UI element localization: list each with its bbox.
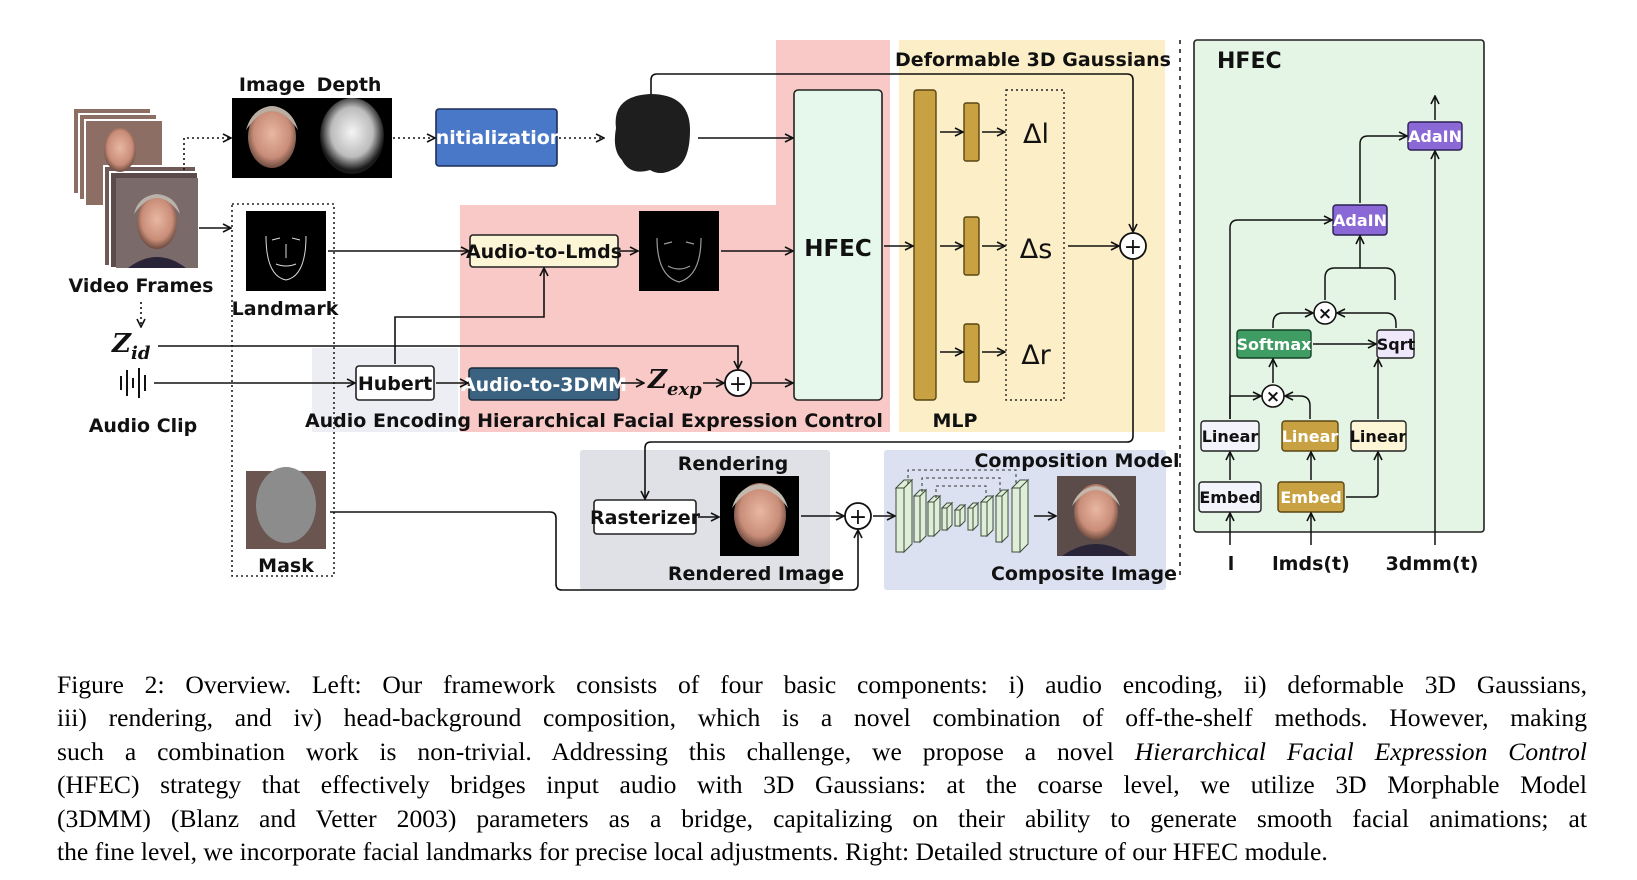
mlp-label: MLP (933, 410, 978, 432)
mlp-head-s (963, 216, 980, 276)
hubert-text: Hubert (358, 373, 432, 395)
adain-mid-text: AdaIN (1333, 211, 1387, 230)
caption-line-3-text: such a combination work is non-trivial. … (57, 736, 1135, 766)
rasterizer-text: Rasterizer (590, 507, 701, 529)
mlp-head-r (963, 323, 980, 383)
caption-line-1: Figure 2: Overview. Left: Our framework … (57, 670, 1587, 699)
left-arrows (141, 73, 1133, 591)
multiply-sign-top: × (1318, 304, 1332, 324)
depth-face-icon (320, 98, 384, 174)
audio-wave-icon (120, 368, 146, 398)
landmark-label: Landmark (232, 298, 339, 320)
linear-2-text: Linear (1282, 427, 1339, 446)
multiply-sign-bottom: × (1266, 387, 1280, 407)
hfec-box-text: HFEC (804, 236, 872, 262)
composition-label: Composition Model (974, 450, 1179, 472)
z-exp-symbol: Zexp (647, 365, 702, 400)
deformable-yellow-region (899, 40, 1165, 432)
plus-circle-deform (1119, 232, 1147, 260)
rendering-label: Rendering (678, 453, 789, 475)
inputs-dashed-box (231, 203, 335, 577)
adain-top-text: AdaIN (1408, 127, 1462, 146)
input-lmds-label: lmds(t) (1272, 553, 1350, 575)
hfec-box (793, 89, 883, 401)
caption-line-5: (3DMM) (Blanz and Vetter 2003) parameter… (57, 803, 1587, 833)
linear-3-text: Linear (1350, 427, 1407, 446)
sqrt-text: Sqrt (1377, 335, 1416, 354)
hfec-detail-arrows (1230, 97, 1435, 545)
input-3dmm-label: 3dmm(t) (1386, 553, 1479, 575)
audio-encoding-label: Audio Encoding (305, 410, 471, 432)
embed-2-text: Embed (1280, 488, 1341, 507)
predicted-landmark-icon (656, 237, 702, 283)
embed-1-text: Embed (1199, 488, 1260, 507)
hubert-box (355, 365, 435, 401)
unet-skip-connections (907, 469, 1017, 498)
linear-1-text: Linear (1202, 427, 1259, 446)
caption-line-6: the fine level, we incorporate facial la… (57, 837, 1328, 867)
deformable-label: Deformable 3D Gaussians (895, 49, 1171, 71)
mask-label: Mask (258, 555, 314, 577)
audio-to-lmds-text: Audio-to-Lmds (466, 241, 622, 263)
input-l-label: l (1228, 553, 1235, 575)
hfec-section-label: Hierarchical Facial Expression Control (477, 410, 883, 432)
initialization-box (435, 108, 558, 167)
unet-icon (894, 478, 1030, 554)
gaussian-head-icon (614, 94, 690, 173)
caption-emphasis: Hierarchical Facial Expression Control (1134, 736, 1587, 766)
plus-sign-exp: + (729, 372, 747, 397)
delta-s-text: Δs (1020, 234, 1053, 265)
plus-circle-exp (724, 369, 752, 397)
sqrt-box (1376, 329, 1415, 359)
rendered-face-icon (734, 483, 786, 547)
rendered-image-label: Rendered Image (668, 563, 844, 585)
audio-to-3dmm-text: Audio-to-3DMM (461, 374, 627, 396)
image-label: Image (239, 74, 305, 96)
composite-image-label: Composite Image (991, 563, 1177, 585)
caption-line-2: iii) rendering, and iv) head-background … (57, 703, 1587, 733)
caption-line-3: such a combination work is non-trivial. … (57, 735, 1587, 768)
predicted-landmark-thumbnail (639, 211, 719, 291)
deltas-dashed-box (1005, 89, 1065, 401)
face-icon (248, 106, 296, 168)
plus-sign-compose: + (849, 505, 867, 530)
composite-face-icon (1074, 484, 1118, 540)
landmark-sketch-icon (265, 235, 307, 281)
delta-r-text: Δr (1021, 340, 1051, 371)
initialization-text: Initialization (429, 127, 564, 149)
mlp-head-l (963, 102, 980, 162)
caption-line-4: (HFEC) strategy that effectively bridges… (57, 770, 1587, 800)
figure-caption: Figure 2: Overview. Left: Our framework … (57, 668, 1587, 868)
audio-clip-label: Audio Clip (89, 415, 198, 437)
depth-label: Depth (317, 74, 382, 96)
hfec-detail-title: HFEC (1217, 49, 1282, 74)
audio-to-3dmm-box (468, 367, 620, 401)
video-frames-stack (72, 107, 199, 269)
z-id-symbol: Zid (111, 329, 151, 364)
mlp-bar (913, 89, 937, 401)
mask-face-icon (256, 467, 316, 543)
hfec-detail-panel (1193, 39, 1485, 533)
video-frames-label: Video Frames (69, 275, 214, 297)
plus-sign-deform: + (1124, 235, 1142, 260)
rasterizer-box (593, 499, 697, 535)
softmax-text: Softmax (1237, 335, 1313, 354)
delta-l-text: Δl (1023, 119, 1049, 150)
